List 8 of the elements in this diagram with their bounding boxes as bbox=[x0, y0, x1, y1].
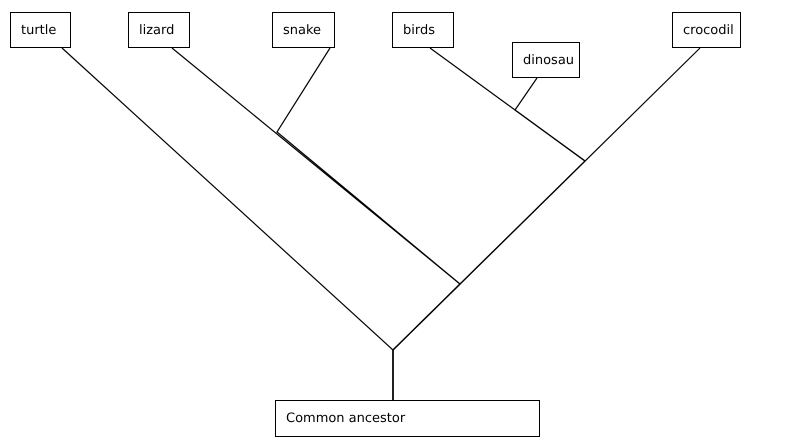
branch-line bbox=[392, 48, 700, 400]
taxon-box: birds bbox=[392, 12, 454, 48]
taxon-box: turtle bbox=[10, 12, 71, 48]
taxon-box: crocodil bbox=[672, 12, 741, 48]
taxon-box: lizard bbox=[128, 12, 190, 48]
taxon-box: dinosau bbox=[512, 42, 580, 78]
taxon-box: snake bbox=[272, 12, 335, 48]
taxon-box: Common ancestor bbox=[275, 400, 540, 437]
